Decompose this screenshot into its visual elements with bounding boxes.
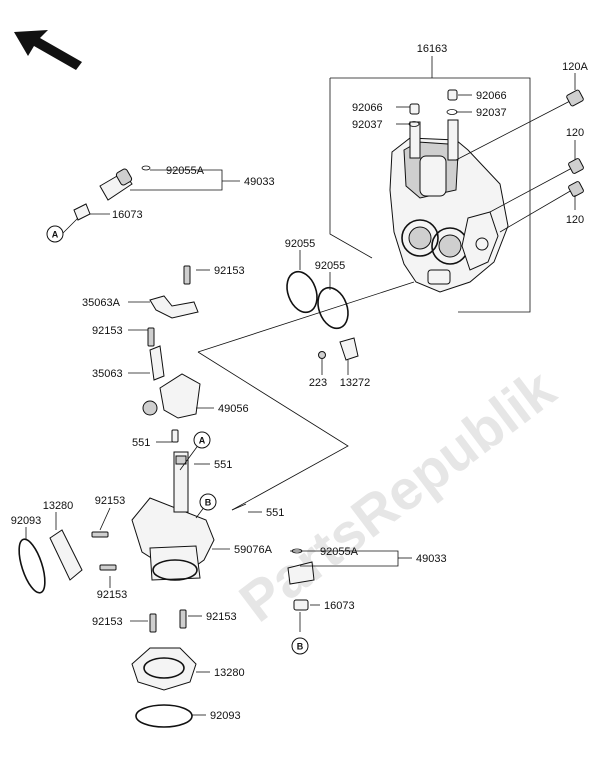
label-92066-left: 92066 bbox=[352, 102, 383, 114]
label-120a: 120A bbox=[562, 61, 588, 73]
svg-text:B: B bbox=[297, 642, 304, 652]
svg-text:A: A bbox=[52, 230, 59, 240]
label-13280-bottom: 13280 bbox=[214, 667, 245, 679]
o-ring-92055-left bbox=[286, 270, 318, 314]
label-16073-top: 16073 bbox=[112, 209, 143, 221]
label-13280-left: 13280 bbox=[43, 500, 74, 512]
label-49056: 49056 bbox=[218, 403, 249, 415]
label-92153-f: 92153 bbox=[206, 611, 237, 623]
label-49033-bottom: 49033 bbox=[416, 553, 447, 565]
label-49033-top: 49033 bbox=[244, 176, 275, 188]
bolt-120a bbox=[455, 89, 584, 161]
callout-a-top: A bbox=[46, 225, 64, 243]
screw-92153-f bbox=[179, 609, 187, 629]
screw-92153-b bbox=[147, 327, 155, 347]
sensor-13272 bbox=[339, 337, 359, 361]
label-92055-left: 92055 bbox=[285, 238, 316, 250]
label-92055-right: 92055 bbox=[315, 260, 346, 272]
label-120-upper: 120 bbox=[566, 127, 584, 139]
throttle-body-assembly bbox=[329, 77, 531, 313]
screw-223 bbox=[318, 351, 326, 359]
label-35063a: 35063A bbox=[82, 297, 121, 309]
label-92066-right: 92066 bbox=[476, 90, 507, 102]
label-92153-e: 92153 bbox=[92, 616, 123, 628]
seal-92093-left bbox=[18, 538, 46, 594]
label-16073-bottom: 16073 bbox=[324, 600, 355, 612]
label-223: 223 bbox=[309, 377, 327, 389]
flange-13280-bottom bbox=[131, 647, 197, 691]
label-92093-bottom: 92093 bbox=[210, 710, 241, 722]
flange-13280-left bbox=[49, 529, 83, 581]
svg-text:B: B bbox=[205, 498, 212, 508]
label-92153-d: 92153 bbox=[97, 589, 128, 601]
label-551-a: 551 bbox=[132, 437, 150, 449]
label-551-c: 551 bbox=[266, 507, 284, 519]
label-92153-c: 92153 bbox=[95, 495, 126, 507]
callout-b-bottom: B bbox=[291, 637, 309, 655]
clip-35063 bbox=[149, 345, 165, 381]
seal-92093-bottom bbox=[135, 704, 193, 728]
label-92055a-bottom: 92055A bbox=[320, 546, 359, 558]
label-92037-left: 92037 bbox=[352, 119, 383, 131]
watermark: PartsRepublik bbox=[228, 356, 567, 633]
bolt-120-upper bbox=[489, 158, 584, 213]
screw-92153-a bbox=[183, 265, 191, 285]
part-labels: 16163 120A 92066 92066 92037 92037 120 1… bbox=[11, 43, 589, 722]
intake-joint-59076a bbox=[131, 451, 215, 581]
label-120-lower: 120 bbox=[566, 214, 584, 226]
label-59076a: 59076A bbox=[234, 544, 273, 556]
injector-bottom bbox=[287, 548, 315, 611]
label-13272: 13272 bbox=[340, 377, 371, 389]
label-92153-a: 92153 bbox=[214, 265, 245, 277]
callout-a-middle: A bbox=[193, 431, 211, 449]
bracket-35063a bbox=[149, 295, 199, 319]
screw-92153-e bbox=[149, 613, 157, 633]
label-92055a-top: 92055A bbox=[166, 165, 205, 177]
label-16163: 16163 bbox=[417, 43, 448, 55]
direction-arrow-icon bbox=[14, 30, 82, 70]
label-92093-left: 92093 bbox=[11, 515, 42, 527]
label-92037-right: 92037 bbox=[476, 107, 507, 119]
bolt-120-lower bbox=[499, 181, 584, 233]
svg-text:A: A bbox=[199, 436, 206, 446]
label-551-b: 551 bbox=[214, 459, 232, 471]
screw-92153-c bbox=[91, 531, 109, 538]
screw-92153-d bbox=[99, 564, 117, 571]
label-92153-b: 92153 bbox=[92, 325, 123, 337]
label-35063: 35063 bbox=[92, 368, 123, 380]
pipe-49056 bbox=[142, 373, 201, 443]
callout-b-middle: B bbox=[199, 493, 217, 511]
